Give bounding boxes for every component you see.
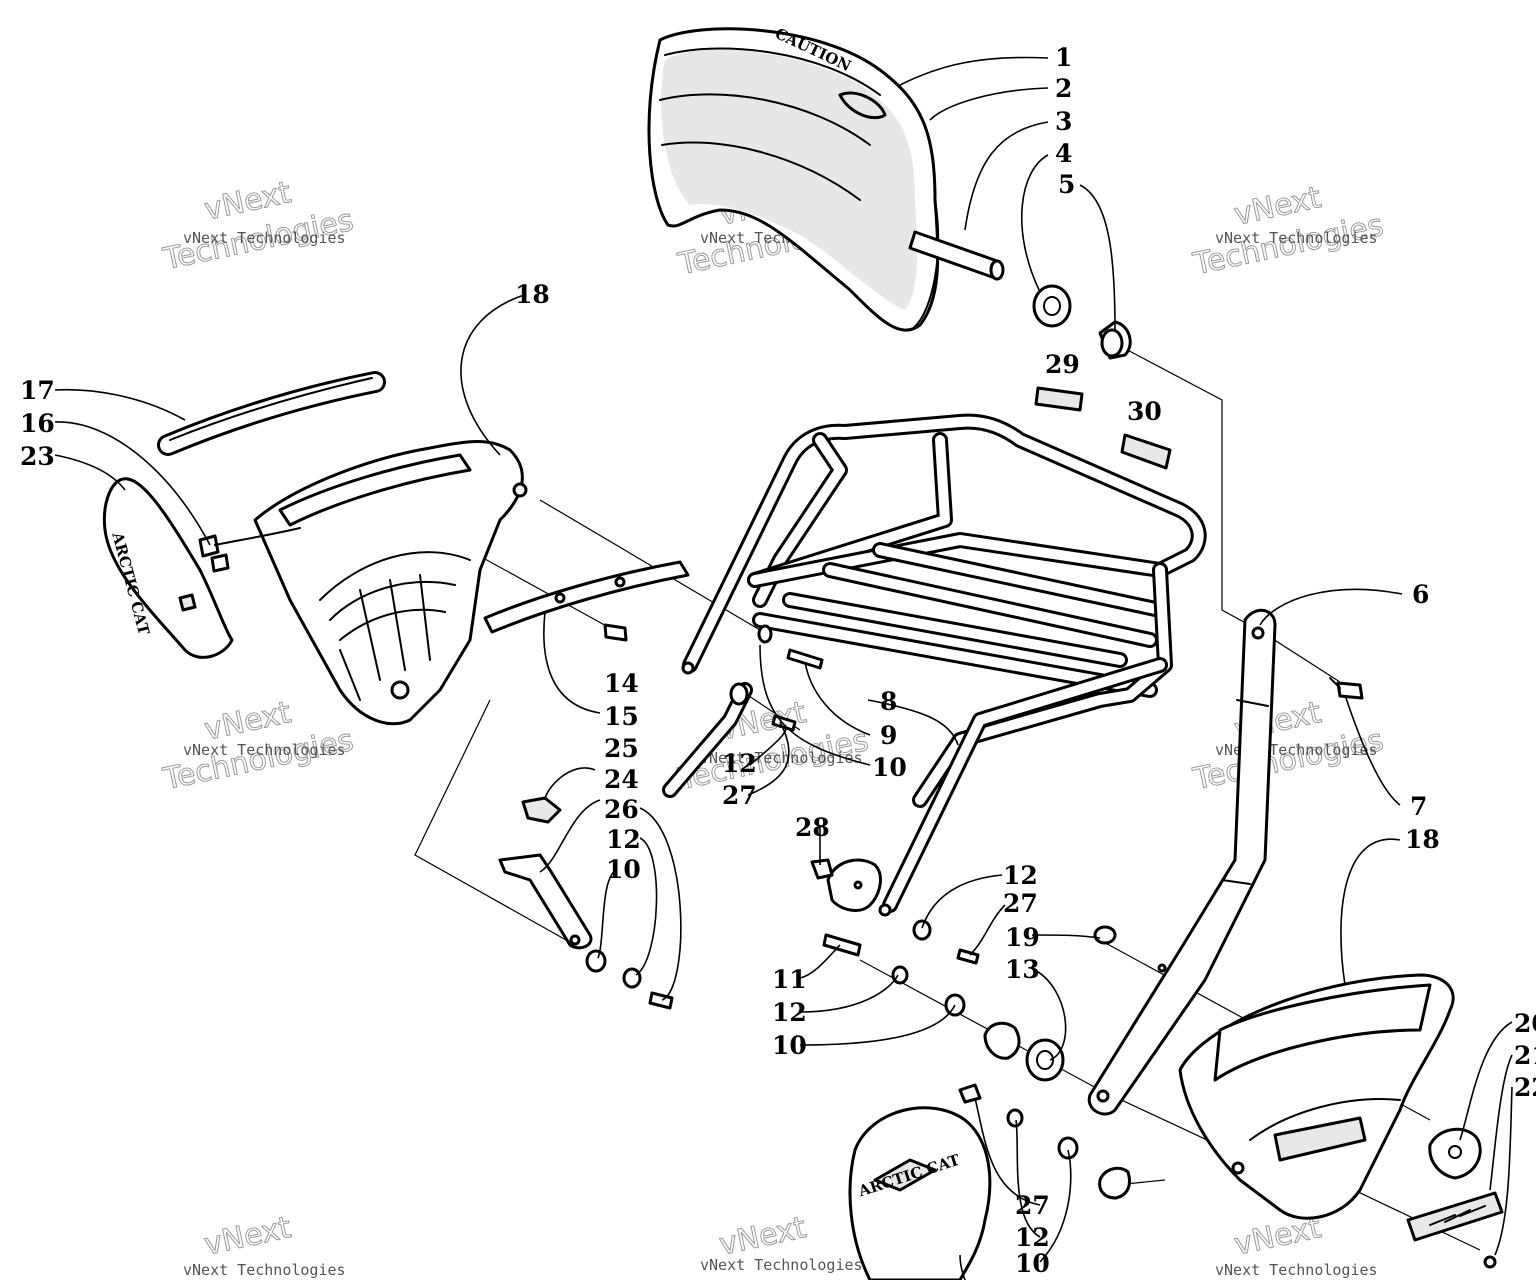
callout-12-b: 12 [606,825,641,854]
callout-1: 1 [1055,43,1072,72]
backrest-pad: CAUTION [647,24,940,332]
hose-17 [157,371,386,456]
callout-19: 19 [1005,923,1040,952]
washer-12-top [729,682,797,732]
bolt-9 [757,624,824,670]
callout-10-a: 10 [872,753,907,782]
callout-27-b: 27 [1003,889,1038,918]
callout-12-d: 12 [772,998,807,1027]
hardware-stack-bottom [958,1083,1131,1200]
leader-lines [54,56,1513,1280]
watermark-small-9: vNext Technologies [1215,1261,1378,1279]
callout-27-a: 27 [722,781,757,810]
reflector [1406,1191,1504,1269]
callout-15: 15 [604,702,639,731]
callout-8: 8 [880,687,897,716]
screw-14 [603,623,628,642]
callout-10-b: 10 [606,855,641,884]
callout-7: 7 [1410,792,1427,821]
callout-4: 4 [1055,139,1072,168]
callout-5: 5 [1058,170,1075,199]
hardware-stack-mid [822,919,980,1017]
watermark-big-14: vNext [716,1210,809,1263]
callout-18-b: 18 [1405,825,1440,854]
decal-30 [1120,433,1172,470]
callout-18-a: 18 [515,280,550,309]
mounting-pin [908,230,1005,281]
callout-22: 22 [1514,1073,1536,1102]
bushing [1032,284,1072,328]
clip-25 [521,796,562,824]
knob-20 [1428,1127,1482,1180]
left-bracket [253,440,528,726]
callout-11: 11 [772,965,807,994]
side-support [1087,609,1277,1116]
callout-2: 2 [1055,74,1072,103]
knob-13 [983,925,1117,1082]
callout-16: 16 [20,409,55,438]
callout-10-d: 10 [1015,1249,1050,1278]
callout-29: 29 [1045,350,1080,379]
callout-27-c: 27 [1015,1191,1050,1220]
watermark-small-8: vNext Technologies [700,1256,863,1274]
callout-labels: 1 2 3 4 5 6 7 8 9 10 10 10 10 11 12 12 1… [20,43,1536,1278]
callout-13: 13 [1005,955,1040,984]
callout-14: 14 [604,669,639,698]
callout-28: 28 [795,813,830,842]
callout-20: 20 [1514,1009,1536,1038]
right-bracket [1178,973,1455,1220]
watermark-small-7: vNext Technologies [183,1261,346,1279]
callout-24: 24 [604,765,639,794]
bracket-24 [498,853,593,950]
decal-29 [1034,386,1084,412]
callout-12-a: 12 [722,749,757,778]
hardware-stack-left [585,949,674,1010]
plate-28 [810,858,882,912]
callout-23: 23 [20,442,55,471]
callout-17: 17 [20,376,55,405]
watermark-small-1: vNext Technologies [183,229,346,247]
callout-12-c: 12 [1003,861,1038,890]
trim-strip [483,560,690,634]
connector-16 [198,527,301,573]
screw-7 [1329,677,1364,700]
arctic-cat-pad: ARCTIC CAT [848,1106,992,1280]
cargo-rack [662,413,1207,917]
callout-30: 30 [1127,397,1162,426]
watermark-small-3: vNext Technologies [1215,229,1378,247]
callout-12-e: 12 [1015,1223,1050,1252]
watermark-small-4: vNext Technologies [183,741,346,759]
callout-6: 6 [1412,580,1429,609]
spacer [1098,320,1132,360]
callout-3: 3 [1055,107,1072,136]
callout-26: 26 [604,795,639,824]
callout-10-c: 10 [772,1031,807,1060]
watermark-small-5: vNext Technologies [700,749,863,767]
callout-9: 9 [880,721,897,750]
callout-25: 25 [604,734,639,763]
callout-21: 21 [1514,1041,1536,1070]
watermark-big-13: vNext [201,1210,294,1263]
